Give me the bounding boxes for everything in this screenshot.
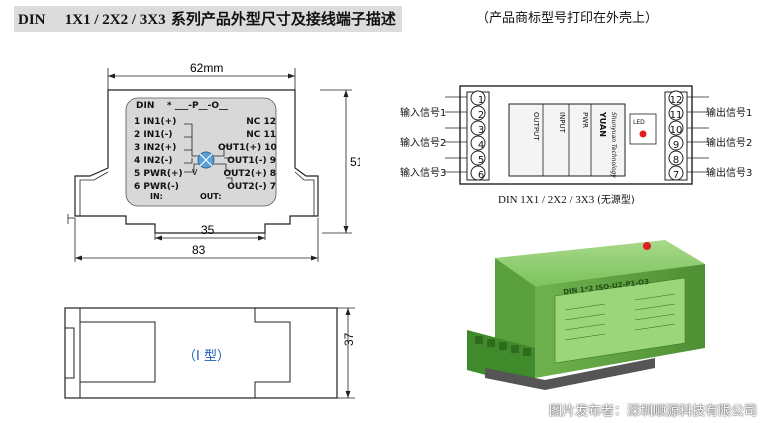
watermark: 图片发布者：深圳顺源科技有限公司 bbox=[548, 404, 757, 419]
side-type-label: （I 型） bbox=[183, 349, 230, 364]
dim-bottom: 83 bbox=[192, 243, 206, 257]
plate-in-label: IN: bbox=[150, 192, 163, 201]
plate-out-label: OUT: bbox=[200, 192, 222, 201]
title-prefix: DIN bbox=[18, 12, 46, 28]
wiring-output-2: 输出信号2 bbox=[706, 138, 753, 149]
side-dim-height: 37 bbox=[342, 332, 356, 346]
plate-header: DIN * ___-P__-O__ bbox=[136, 101, 228, 111]
plate-left-terminals: 1 IN1(+) 2 IN1(-) 3 IN2(+) 4 IN2(-) 5 PW… bbox=[134, 117, 183, 192]
title-models: 1X1 / 2X2 / 3X3 bbox=[64, 12, 166, 28]
wiring-input-2: 输入信号2 bbox=[400, 138, 447, 149]
product-photo bbox=[467, 240, 705, 390]
side-view-drawing bbox=[64, 307, 355, 399]
wiring-output-1: 输出信号1 bbox=[706, 108, 753, 119]
wiring-brand-sub: Shunyuan Technology bbox=[610, 112, 617, 178]
dim-height: 51 bbox=[350, 155, 360, 169]
wiring-input-3: 输入信号3 bbox=[400, 168, 447, 179]
wiring-caption: DIN 1X1 / 2X2 / 3X3 (无源型) bbox=[498, 194, 635, 206]
dim-top: 62mm bbox=[190, 61, 223, 75]
wiring-col-input: INPUT bbox=[558, 112, 566, 133]
dim-rail: 35 bbox=[201, 223, 215, 237]
plate-v-label: V bbox=[192, 168, 198, 177]
wiring-brand: YUAN bbox=[598, 112, 607, 137]
title-text: 系列产品外型尺寸及接线端子描述 bbox=[170, 10, 396, 28]
page-title: DIN 1X1 / 2X2 / 3X3 系列产品外型尺寸及接线端子描述 bbox=[14, 6, 402, 32]
led-indicator-icon bbox=[639, 130, 647, 138]
wiring-col-pwr: PWR bbox=[581, 112, 589, 129]
wiring-input-1: 输入信号1 bbox=[400, 108, 447, 119]
wiring-led-label: LED bbox=[633, 119, 645, 126]
title-note: （产品商标型号打印在外壳上） bbox=[476, 11, 659, 26]
wiring-output-3: 输出信号3 bbox=[706, 168, 753, 179]
plate-right-terminals: NC 12 NC 11 OUT1(+) 10 OUT1(-) 9 OUT2(+)… bbox=[218, 117, 277, 192]
front-view-drawing: 62mm 51 35 83 bbox=[67, 61, 360, 262]
wiring-col-output: OUTPUT bbox=[532, 112, 540, 141]
wiring-diagram bbox=[445, 85, 709, 185]
